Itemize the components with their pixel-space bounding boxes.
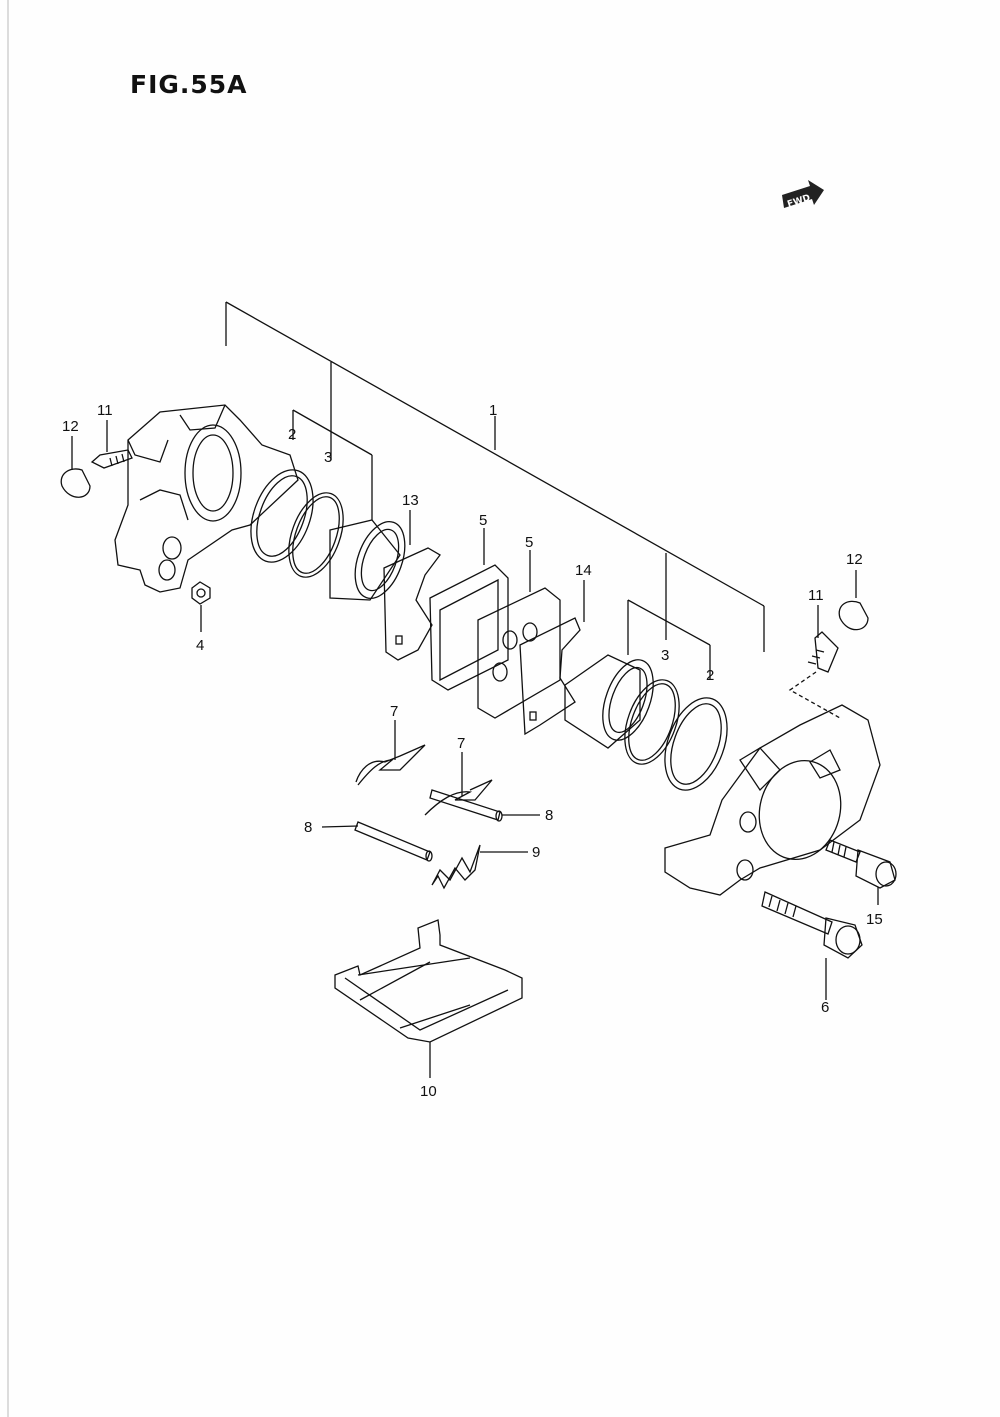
callout-9: 9: [532, 844, 540, 861]
callout-3-right: 3: [661, 647, 669, 664]
callout-labels: 12 11 2 3 1 13 5 5 14 4 12 11 3 2 7 7 8 …: [62, 402, 883, 1100]
callout-2-left: 2: [288, 426, 296, 443]
callout-11-right: 11: [808, 587, 824, 604]
right-piston: [564, 654, 654, 749]
left-bleeder-cap: [60, 468, 91, 498]
callout-11-left: 11: [97, 402, 113, 419]
callout-8-left: 8: [304, 819, 312, 836]
brake-pad-5a: [429, 564, 509, 691]
callout-2-right: 2: [706, 667, 714, 684]
shim-part-13: [383, 547, 441, 661]
callout-15: 15: [866, 911, 883, 928]
callout-10: 10: [420, 1083, 437, 1100]
spring-clip-7a: [355, 744, 426, 786]
right-bleeder-cap: [838, 600, 869, 631]
callout-13: 13: [402, 492, 419, 509]
forward-arrow-icon: FWD: [782, 180, 824, 210]
right-seal-3: [624, 679, 680, 765]
brake-pad-5b: [477, 587, 561, 719]
callout-12-right: 12: [846, 551, 863, 568]
left-caliper-body: [114, 404, 299, 593]
bleeder-dash-leader: [788, 671, 841, 719]
pad-cover-part-10: [334, 919, 523, 1043]
shim-part-14: [519, 617, 581, 736]
callout-1: 1: [489, 402, 497, 419]
bolt-part-6: [761, 891, 863, 959]
callout-5b: 5: [525, 534, 533, 551]
right-seal-2: [664, 697, 728, 791]
callout-14: 14: [575, 562, 592, 579]
nut-part-4: [191, 581, 211, 605]
callout-leader-lines: [71, 420, 879, 1078]
right-caliper-body: [664, 704, 881, 896]
assembly-bracket-lines: [225, 301, 765, 680]
spring-part-9: [431, 844, 481, 890]
callout-6: 6: [821, 999, 829, 1016]
callout-8-right: 8: [545, 807, 553, 824]
pin-8-right: [429, 789, 503, 822]
callout-12-left: 12: [62, 418, 79, 435]
left-seal-3: [288, 492, 344, 578]
left-piston: [329, 519, 406, 601]
callout-5a: 5: [479, 512, 487, 529]
bolt-part-15: [825, 839, 897, 889]
callout-7a: 7: [390, 703, 398, 720]
left-seal-2: [250, 469, 314, 563]
callout-4: 4: [196, 637, 204, 654]
spring-clip-7b: [424, 779, 493, 816]
right-bleeder-screw: [807, 631, 839, 673]
callout-7b: 7: [457, 735, 465, 752]
left-bleeder-screw: [90, 449, 133, 469]
pin-8-left: [354, 821, 433, 862]
callout-3-left: 3: [324, 449, 332, 466]
figure-title: FIG.55A: [130, 70, 248, 99]
